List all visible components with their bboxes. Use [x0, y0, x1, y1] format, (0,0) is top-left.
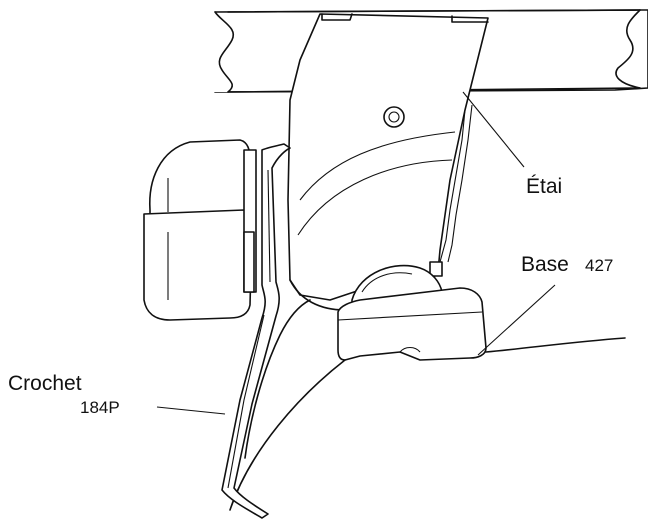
label-base-number: 427 [585, 256, 613, 275]
side-cushion [143, 139, 257, 321]
label-etai: Étai [526, 175, 562, 198]
crochet-hook [221, 143, 291, 519]
leader-lines [156, 91, 556, 415]
vehicle-roof [229, 299, 626, 511]
leader-base [477, 284, 556, 356]
etai-tower [287, 13, 489, 311]
leader-etai [462, 91, 525, 168]
label-crochet-name: Crochet [8, 372, 82, 395]
label-crochet-number: 184P [80, 398, 120, 417]
leader-crochet [156, 406, 226, 415]
base-pad [337, 287, 487, 361]
label-base-name: Base [521, 253, 569, 276]
